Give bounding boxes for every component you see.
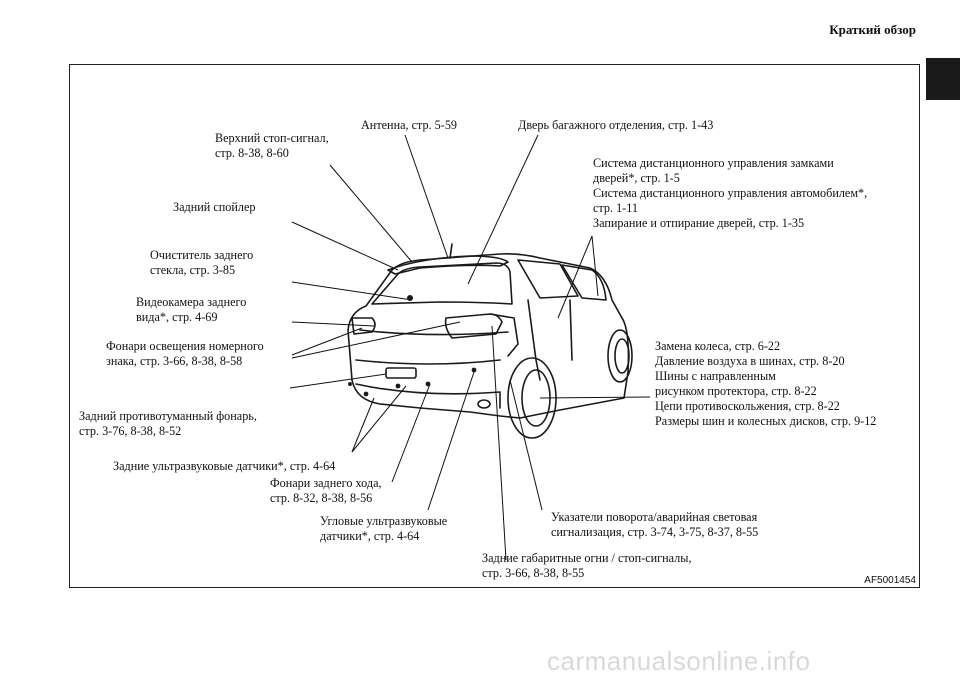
label-tailgate: Дверь багажного отделения, стр. 1-43 [518, 118, 714, 132]
car-body-outline [347, 253, 630, 419]
label-rear-spoiler: Задний спойлер [173, 200, 256, 214]
label-rear-sensors: Задние ультразвуковые датчики*, стр. 4-6… [113, 459, 336, 473]
front-wheel [607, 329, 633, 383]
rear-window [371, 262, 513, 305]
label-rear-wiper: Очиститель заднего стекла, стр. 3-85 [150, 248, 254, 277]
label-high-stop-lamp: Верхний стоп-сигнал, стр. 8-38, 8-60 [215, 131, 329, 160]
figure-frame [69, 64, 920, 588]
label-tires: Замена колеса, стр. 6-22 Давление воздух… [655, 339, 877, 428]
label-tail-stop-lamps: Задние габаритные огни / стоп-сигналы, с… [482, 551, 692, 580]
page-header-title: Краткий обзор [829, 22, 916, 37]
spoiler [387, 255, 509, 275]
figure-code: AF5001454 [864, 575, 916, 586]
watermark: carmanualsonline.info [547, 646, 811, 676]
label-rear-fog-lamp: Задний противотуманный фонарь, стр. 3-76… [79, 409, 257, 438]
chapter-tab [926, 58, 960, 100]
label-reverse-lamps: Фонари заднего хода, стр. 8-32, 8-38, 8-… [270, 476, 382, 505]
label-antenna: Антенна, стр. 5-59 [361, 118, 458, 132]
label-keyless-entry: Система дистанционного управления замкам… [593, 156, 868, 230]
label-license-lamps: Фонари освещения номерного знака, стр. 3… [106, 339, 264, 368]
label-rear-camera: Видеокамера заднего вида*, стр. 4-69 [136, 295, 247, 324]
label-corner-sensors: Угловые ультразвуковые датчики*, стр. 4-… [320, 514, 448, 543]
label-turn-signals: Указатели поворота/аварийная световая си… [551, 510, 759, 539]
left-tail-lamp [351, 317, 376, 335]
